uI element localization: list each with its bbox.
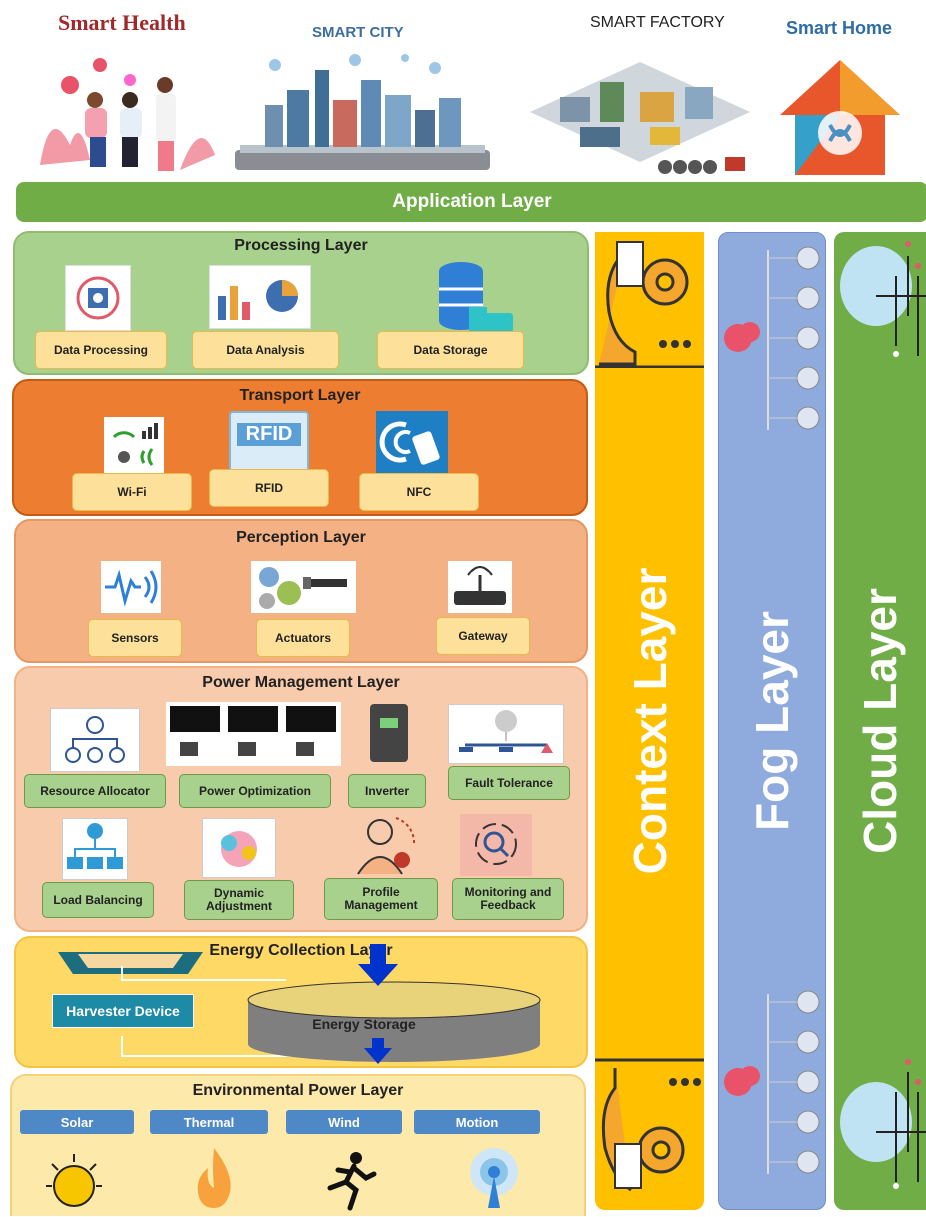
- context-top-head-gear-icon: [595, 232, 704, 369]
- smart-city-label: SMART CITY: [312, 24, 404, 41]
- rfid-chip: RFID: [209, 469, 329, 507]
- nfc-icon: [376, 411, 448, 473]
- perception-layer-title: Perception Layer: [236, 529, 366, 546]
- power-management-title: Power Management Layer: [202, 674, 400, 691]
- data-processing-chip: Data Processing: [35, 331, 167, 369]
- application-layer-bar: Application Layer: [16, 182, 926, 222]
- energy-collection-title: Energy Collection Layer: [209, 942, 393, 959]
- harvester-device-box: Harvester Device: [52, 994, 194, 1028]
- fog-bottom-node-cluster-icon: [720, 984, 824, 1184]
- environmental-power-layer: Environmental Power Layer Solar Thermal …: [10, 1074, 586, 1216]
- dynamic-adjustment-chip: Dynamic Adjustment: [184, 880, 294, 920]
- solar-panels-icon: [166, 702, 341, 766]
- nfc-chip: NFC: [359, 473, 479, 511]
- sensor-icon: [101, 561, 161, 613]
- smart-health-illustration: [30, 45, 220, 175]
- power-management-layer: Power Management Layer Resource Allocato…: [14, 666, 588, 932]
- cloud-layer-column: Cloud Layer: [834, 232, 926, 1210]
- processing-layer: Processing Layer Data Processing Data An…: [13, 231, 589, 375]
- smart-home-house-icon: [775, 55, 905, 177]
- sensors-chip: Sensors: [88, 619, 182, 657]
- energy-storage-cylinder: [244, 978, 544, 1066]
- gateway-router-icon: [448, 561, 512, 613]
- load-balancing-icon: [62, 818, 128, 880]
- resource-allocator-chip: Resource Allocator: [24, 774, 166, 808]
- inverter-chip: Inverter: [348, 774, 426, 808]
- wind-chip: Wind: [286, 1110, 402, 1134]
- smart-city-illustration: [235, 50, 490, 175]
- fault-tolerance-icon: [448, 704, 564, 764]
- runner-icon: [320, 1150, 380, 1212]
- harvester-panel-icon: [58, 946, 203, 978]
- environmental-power-title: Environmental Power Layer: [192, 1082, 404, 1099]
- rfid-icon-text: RFID: [237, 423, 301, 446]
- perception-layer: Perception Layer Sensors Actuators Gatew…: [14, 519, 588, 663]
- data-analysis-icon: [209, 265, 311, 329]
- actuator-gears-icon: [251, 561, 356, 613]
- profile-management-icon: [352, 814, 416, 878]
- context-layer-label: Context Layer: [623, 567, 676, 875]
- energy-in-arrow-icon: [358, 944, 398, 988]
- inverter-icon: [366, 700, 412, 766]
- harvester-connection-lines: [116, 966, 376, 1062]
- thermal-chip: Thermal: [150, 1110, 268, 1134]
- solar-chip: Solar: [20, 1110, 134, 1134]
- energy-collection-layer: Energy Collection Layer Harvester Device…: [14, 936, 588, 1068]
- processing-layer-title: Processing Layer: [234, 237, 368, 254]
- energy-storage-label: Energy Storage: [312, 1016, 416, 1032]
- transport-layer-title: Transport Layer: [239, 387, 361, 404]
- actuators-chip: Actuators: [256, 619, 350, 657]
- power-optimization-chip: Power Optimization: [179, 774, 331, 808]
- cloud-top-network-icon: [836, 236, 926, 366]
- smart-factory-label: SMART FACTORY: [590, 14, 725, 31]
- smart-factory-illustration: [520, 42, 760, 182]
- load-balancing-chip: Load Balancing: [42, 882, 154, 918]
- sun-icon: [34, 1146, 114, 1212]
- wifi-chip: Wi-Fi: [72, 473, 192, 511]
- application-layer-label: Application Layer: [392, 191, 552, 212]
- smart-health-label: Smart Health: [58, 10, 186, 35]
- data-storage-chip: Data Storage: [377, 331, 524, 369]
- motion-wave-icon: [462, 1146, 526, 1212]
- rfid-icon: RFID: [229, 411, 309, 475]
- monitoring-feedback-chip: Monitoring and Feedback: [452, 878, 564, 920]
- transport-layer: Transport Layer RFID Wi-Fi RFID NFC: [12, 379, 588, 516]
- data-analysis-chip: Data Analysis: [192, 331, 339, 369]
- profile-management-chip: Profile Management: [324, 878, 438, 920]
- context-bottom-head-gear-icon: [595, 1058, 704, 1198]
- smart-home-label: Smart Home: [786, 18, 893, 38]
- data-processing-icon: [65, 265, 131, 331]
- fog-layer-label: Fog Layer: [746, 611, 798, 831]
- flame-icon: [184, 1144, 244, 1210]
- cloud-layer-label: Cloud Layer: [854, 588, 906, 854]
- fault-tolerance-chip: Fault Tolerance: [448, 766, 570, 800]
- motion-chip: Motion: [414, 1110, 540, 1134]
- energy-out-arrow-icon: [364, 1038, 392, 1064]
- dynamic-adjustment-icon: [202, 818, 276, 878]
- resource-allocator-icon: [50, 708, 140, 772]
- fog-top-node-cluster-icon: [720, 240, 824, 440]
- gateway-chip: Gateway: [436, 617, 530, 655]
- cloud-bottom-network-icon: [836, 1052, 926, 1192]
- context-layer-column: Context Layer: [595, 232, 704, 1210]
- wifi-icon: [104, 417, 164, 473]
- monitoring-feedback-icon: [460, 814, 532, 876]
